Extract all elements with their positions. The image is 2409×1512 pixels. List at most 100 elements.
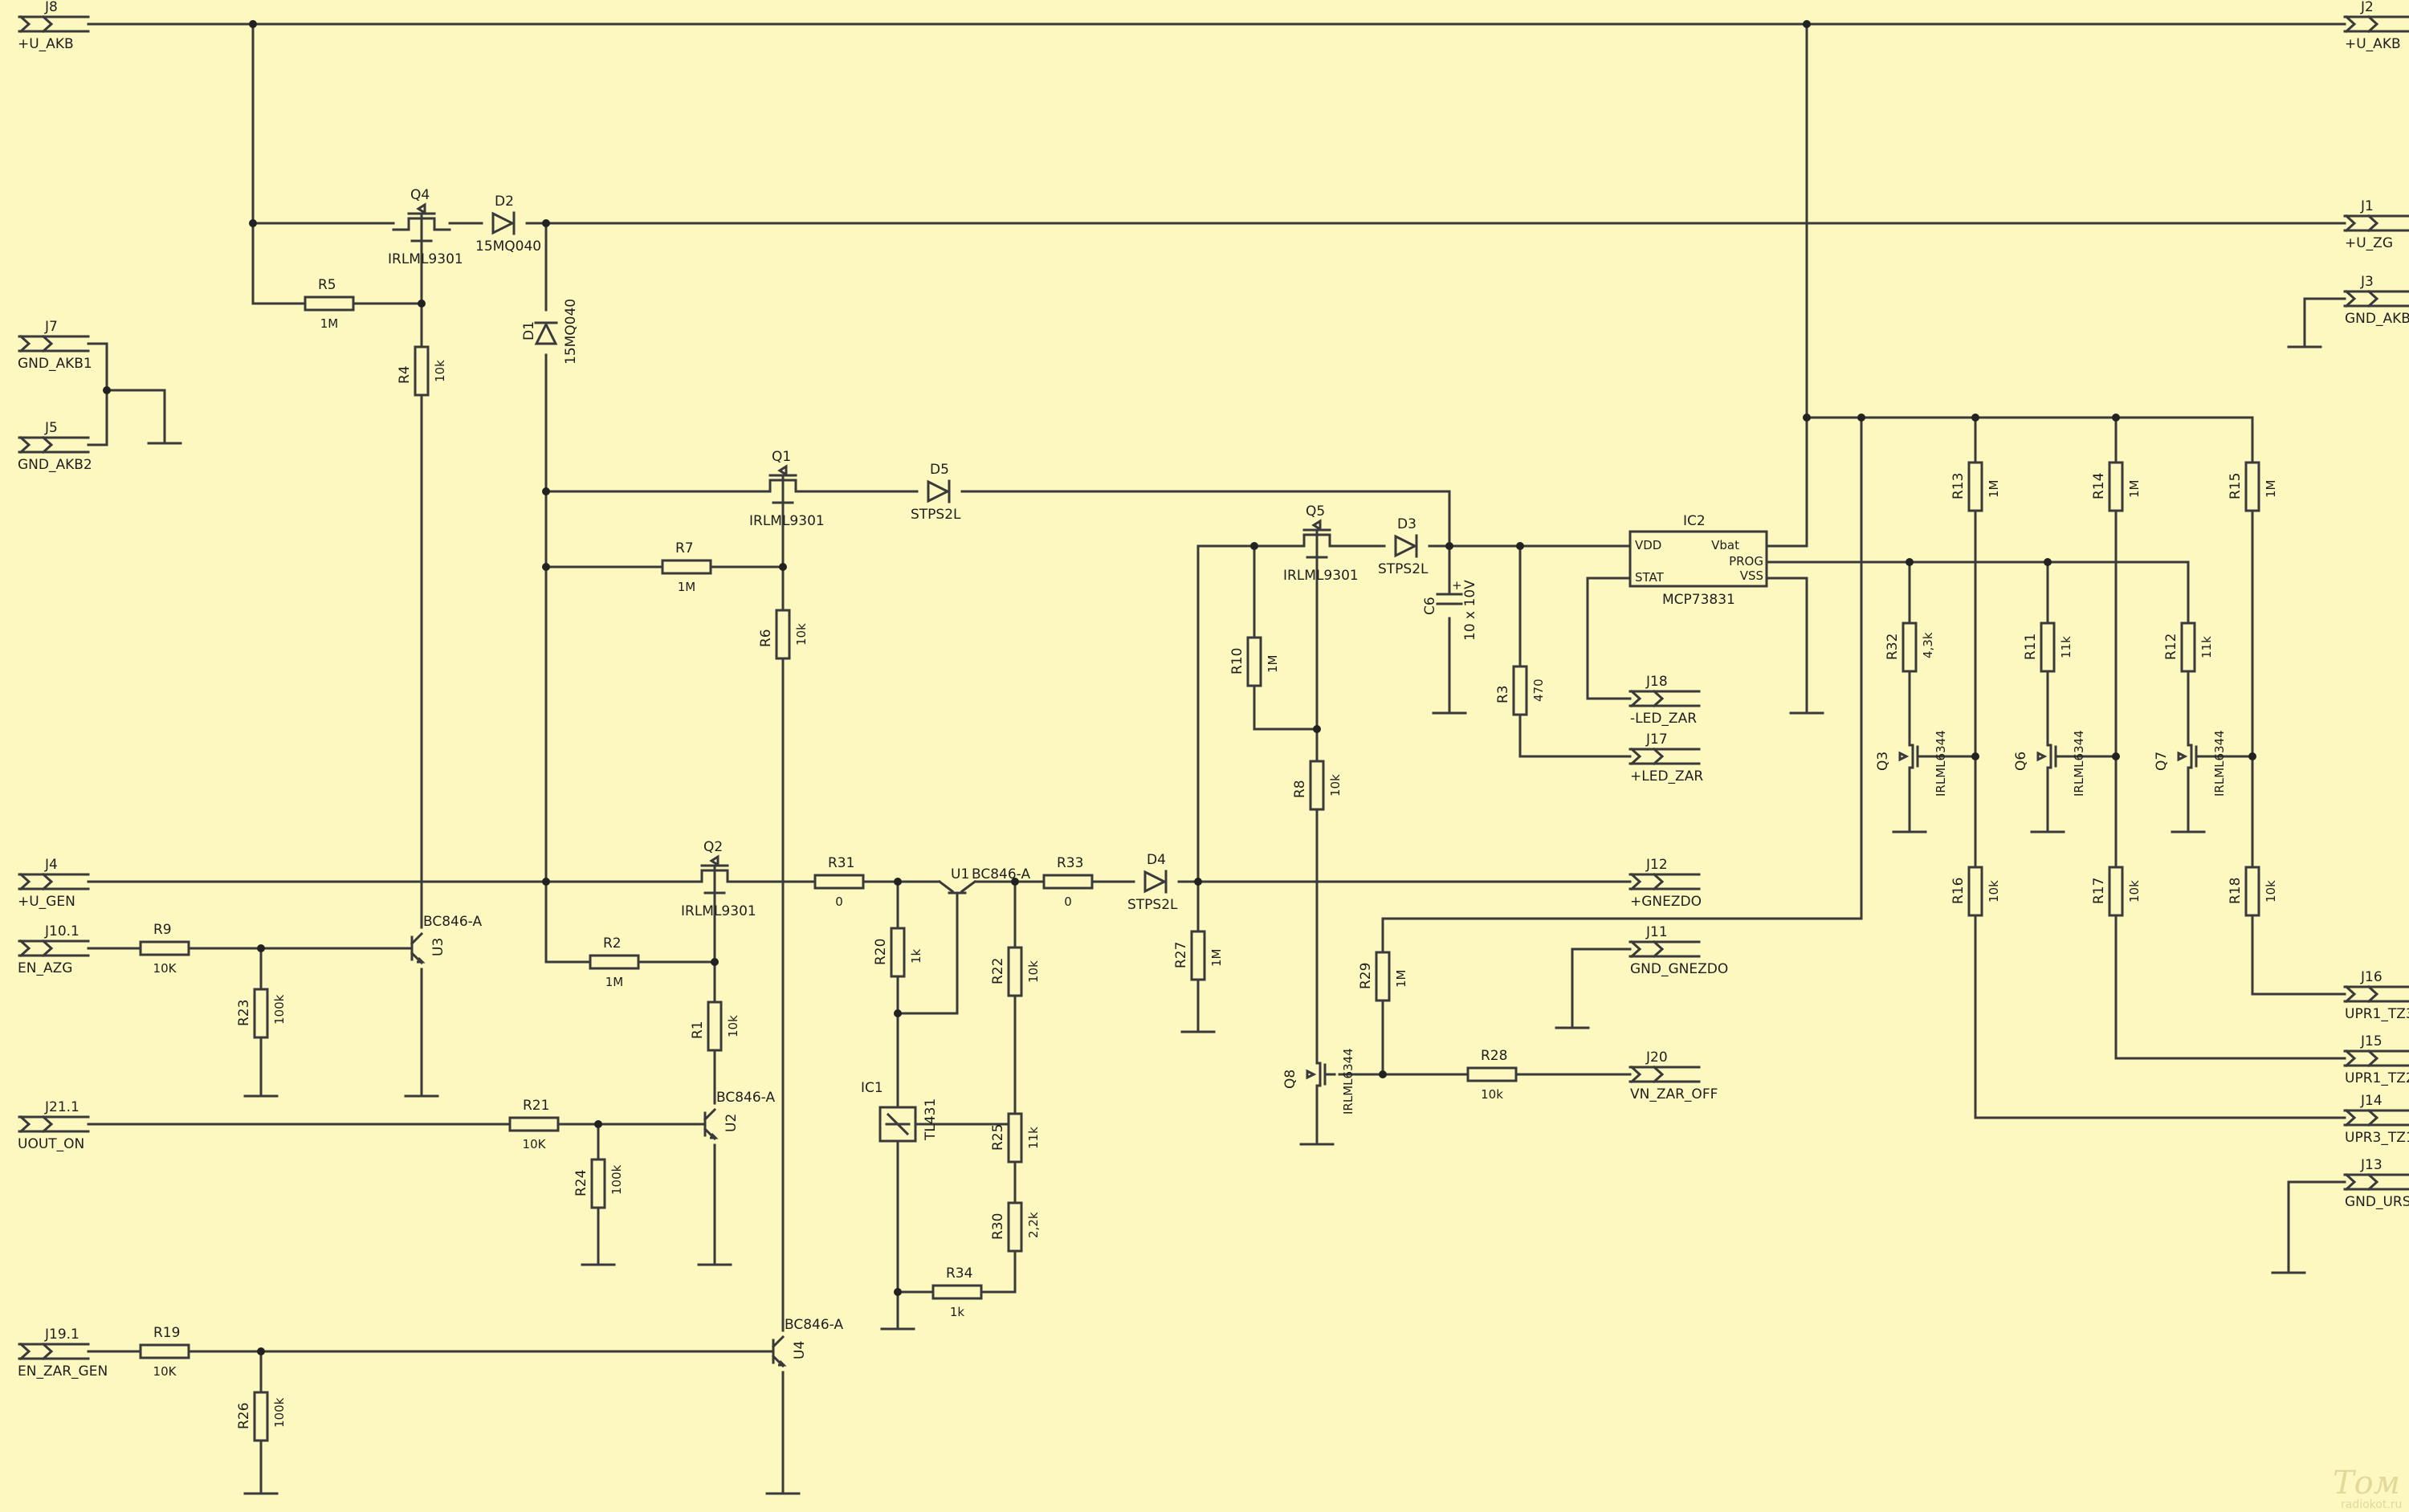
resistor-value: 1M <box>678 580 696 594</box>
connector-net-label: GND_GNEZDO <box>1630 961 1728 977</box>
ic2-pin-vdd: VDD <box>1635 538 1661 552</box>
resistor-value: 100k <box>272 994 287 1025</box>
connector-ref: J17 <box>1645 732 1668 748</box>
connector-net-label: GND_AKB2 <box>18 457 92 473</box>
mosfet-ref: Q2 <box>703 839 723 855</box>
bjt-part: BC846-A <box>716 1090 775 1106</box>
connector-net-label: EN_ZAR_GEN <box>18 1363 108 1380</box>
diode-part: 15MQ040 <box>475 238 541 255</box>
mosfet-part: IRLML6344 <box>1341 1048 1355 1115</box>
mosfet-part: IRLML6344 <box>1934 730 1948 797</box>
resistor-value: 10k <box>1987 880 2001 903</box>
mosfet-ref: Q3 <box>1875 752 1891 771</box>
resistor-value: 0 <box>1064 895 1072 909</box>
connector-net-label: UOUT_ON <box>18 1136 84 1152</box>
junction-dots <box>103 20 2256 1355</box>
resistor-ref: R11 <box>2023 634 2039 660</box>
ic1-tl431: IC1 TL431 <box>861 1080 939 1143</box>
connectors: J8+U_AKBJ2+U_AKBJ1+U_ZGJ3GND_AKB3J7GND_A… <box>18 0 2409 1380</box>
resistor-value: 11k <box>1026 1127 1041 1149</box>
connector-j4: J4+U_GEN <box>18 857 90 910</box>
resistor-ref: R31 <box>828 855 854 871</box>
connector-ref: J14 <box>2360 1093 2383 1109</box>
diode-part: STPS2L <box>1127 897 1178 913</box>
bjt-ref: U1 <box>951 866 969 882</box>
connector-ref: J4 <box>44 857 58 873</box>
diode-ref: D3 <box>1397 516 1416 532</box>
resistor-ref: R6 <box>758 629 774 647</box>
connector-net-label: +U_ZG <box>2345 235 2393 251</box>
resistor-value: 100k <box>272 1397 287 1428</box>
connector-ref: J16 <box>2360 969 2383 985</box>
resistor-ref: R23 <box>236 1000 252 1026</box>
resistor-value: 10k <box>1481 1087 1503 1102</box>
resistor-value: 1M <box>605 975 624 989</box>
resistor-ref: R15 <box>2228 473 2244 499</box>
connector-ref: J3 <box>2360 274 2374 290</box>
ic2-pin-stat: STAT <box>1635 570 1665 585</box>
connector-ref: J12 <box>1645 857 1668 873</box>
mosfet-ref: Q1 <box>772 449 791 465</box>
resistor-value: 1M <box>1987 480 2001 499</box>
bjt-part: BC846-A <box>423 914 482 930</box>
ic2-pin-vbat: Vbat <box>1711 538 1739 552</box>
resistor-value: 10K <box>153 1364 177 1379</box>
resistor-ref: R30 <box>990 1213 1006 1240</box>
resistor-ref: R22 <box>990 958 1006 984</box>
resistor-ref: R34 <box>946 1265 972 1282</box>
mosfet-ref: Q8 <box>1282 1070 1298 1089</box>
connector-ref: J19.1 <box>44 1327 79 1343</box>
resistor-value: 1k <box>909 948 923 964</box>
connector-net-label: GND_AKB3 <box>2345 311 2409 327</box>
nmos-q3: Q3 IRLML6344 <box>1875 730 1948 797</box>
connector-ref: J1 <box>2360 198 2374 214</box>
connector-ref: J13 <box>2360 1157 2383 1173</box>
resistor-value: 1M <box>2127 480 2142 499</box>
resistor-value: 1M <box>1266 655 1280 674</box>
connector-ref: J5 <box>44 420 58 436</box>
connector-ref: J10.1 <box>44 923 79 939</box>
mosfet-part: IRLML9301 <box>749 513 825 529</box>
resistor-value: 10k <box>1328 774 1343 797</box>
capacitor-ref: C6 <box>1422 597 1438 615</box>
resistor-ref: R5 <box>318 277 336 293</box>
ic2-mcp73831: IC2 VDD STAT Vbat PROG VSS MCP73831 <box>1628 513 1768 608</box>
connector-net-label: EN_AZG <box>18 960 72 976</box>
bjt-ref: U2 <box>724 1114 740 1132</box>
resistor-ref: R4 <box>397 365 413 384</box>
resistor-ref: R33 <box>1057 855 1083 871</box>
resistor-ref: R3 <box>1495 685 1511 703</box>
connector-j17: J17+LED_ZAR <box>1628 732 1703 785</box>
connector-ref: J2 <box>2360 0 2374 15</box>
resistor-value: 1M <box>320 316 339 331</box>
connector-ref: J15 <box>2360 1033 2383 1049</box>
mosfet-part: IRLML9301 <box>388 251 463 267</box>
resistor-value: 1M <box>1209 949 1224 968</box>
ground-symbols <box>147 345 2322 1495</box>
connector-net-label: +U_AKB <box>18 36 74 52</box>
